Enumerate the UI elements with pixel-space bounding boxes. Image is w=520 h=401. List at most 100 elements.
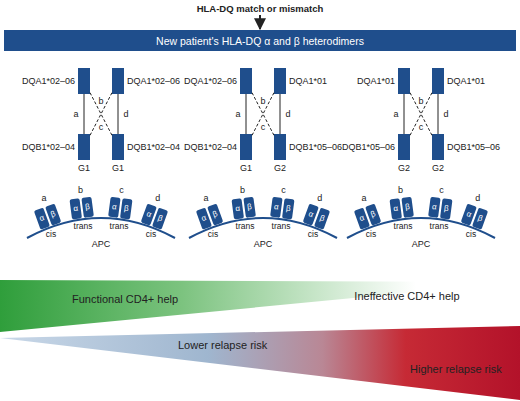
heterodimer: αβctrans xyxy=(428,198,450,218)
cis-trans-label: cis xyxy=(466,230,476,239)
allele-segment: DQB1*05–06 xyxy=(398,134,410,160)
gradient-caption: Higher relapse risk xyxy=(410,364,502,375)
link-letter: d xyxy=(285,110,290,119)
beta-chain: β xyxy=(282,198,295,219)
dimer-letter: b xyxy=(78,186,83,195)
allele-segment: DQA1*01 xyxy=(274,68,286,94)
apc-cell: APC xyxy=(187,196,339,252)
chain-symbol: β xyxy=(247,203,253,212)
group-label: G1 xyxy=(112,164,124,173)
chain-symbol: β xyxy=(370,210,377,219)
allele-label: DQA1*01 xyxy=(289,77,327,86)
apc-cell: APC xyxy=(25,196,177,252)
dimer-pair: αβ xyxy=(389,197,413,220)
allele-label: DQA1*01 xyxy=(447,77,485,86)
allele-label: DQA1*02–06 xyxy=(22,77,75,86)
chain-symbol: α xyxy=(200,214,207,223)
link-letter: a xyxy=(393,110,398,119)
haplotype-link xyxy=(280,94,281,134)
group-label: G1 xyxy=(78,164,90,173)
heterodimer: αβctrans xyxy=(270,198,292,218)
haplotype-link xyxy=(246,94,247,134)
chain-symbol: β xyxy=(405,203,411,212)
allele-segment: DQA1*02–06 xyxy=(112,68,124,94)
chain-symbol: β xyxy=(50,210,57,219)
down-arrow xyxy=(259,15,261,29)
dimer-pair: αβ xyxy=(69,197,93,220)
allele-segment: DQA1*02–06 xyxy=(240,68,252,94)
link-letter: a xyxy=(235,110,240,119)
gradient-caption: Ineffective CD4+ help xyxy=(354,291,459,302)
heterodimer: αβbtrans xyxy=(72,198,94,218)
heterodimer: αβbtrans xyxy=(234,198,256,218)
wedge-shape xyxy=(0,280,520,332)
alpha-chain: α xyxy=(231,198,244,219)
dimer-letter: d xyxy=(155,194,160,203)
cis-trans-label: trans xyxy=(110,222,129,231)
allele-label: DQB1*05–06 xyxy=(447,143,500,152)
haplotype-link xyxy=(252,93,274,136)
link-letter: b xyxy=(260,97,265,106)
chain-symbol: α xyxy=(274,203,280,212)
allele-label: DQB1*02–04 xyxy=(22,143,75,152)
link-letter: b xyxy=(418,97,423,106)
allele-label: DQA1*02–06 xyxy=(184,77,237,86)
chain-symbol: α xyxy=(73,205,79,214)
alpha-chain: α xyxy=(69,198,82,219)
cell-name: APC xyxy=(92,240,111,249)
allele-label: DQB1*02–04 xyxy=(127,143,180,152)
heterodimer: αβdcis xyxy=(460,206,482,226)
allele-segment: DQA1*01 xyxy=(432,68,444,94)
alpha-chain: α xyxy=(270,197,283,218)
cis-trans-label: trans xyxy=(430,222,449,231)
cis-trans-label: trans xyxy=(394,222,413,231)
beta-chain: β xyxy=(81,197,94,218)
chain-symbol: α xyxy=(145,210,152,219)
chain-symbol: α xyxy=(432,203,438,212)
heterodimer: αβacis xyxy=(360,206,382,226)
chain-symbol: β xyxy=(212,210,219,219)
dimer-letter: d xyxy=(475,194,480,203)
cell-membrane xyxy=(189,218,337,238)
cis-trans-label: cis xyxy=(308,230,318,239)
beta-chain: β xyxy=(243,197,256,218)
heterodimer: αβctrans xyxy=(108,198,130,218)
haplotype-link xyxy=(438,94,439,134)
allele-segment: DQB1*05–06 xyxy=(432,134,444,160)
heterodimer: αβdcis xyxy=(302,206,324,226)
beta-chain: β xyxy=(401,197,414,218)
dimer-pair: αβ xyxy=(108,197,132,220)
allele-label: DQB1*02–04 xyxy=(184,143,237,152)
link-letter: c xyxy=(261,123,266,132)
chain-symbol: β xyxy=(443,205,449,214)
dimer-letter: a xyxy=(204,194,209,203)
cis-trans-label: trans xyxy=(74,222,93,231)
header-band: New patient's HLA-DQ α and β heterodimer… xyxy=(4,30,516,51)
heterodimer: αβbtrans xyxy=(392,198,414,218)
cis-trans-label: cis xyxy=(366,230,376,239)
heterodimer: αβdcis xyxy=(140,206,162,226)
link-letter: c xyxy=(419,123,424,132)
cis-trans-label: trans xyxy=(272,222,291,231)
dimer-letter: a xyxy=(42,194,47,203)
alpha-chain: α xyxy=(389,198,402,219)
cell-name: APC xyxy=(254,240,273,249)
link-letter: c xyxy=(99,123,104,132)
beta-chain: β xyxy=(440,198,453,219)
input-label: HLA-DQ match or mismatch xyxy=(197,4,324,14)
heterodimer: αβacis xyxy=(202,206,224,226)
link-letter: d xyxy=(123,110,128,119)
chain-symbol: β xyxy=(319,214,326,223)
chain-symbol: α xyxy=(38,214,45,223)
allele-label: DQB1*05–06 xyxy=(342,143,395,152)
gradient-caption: Functional CD4+ help xyxy=(72,294,178,305)
allele-segment: DQB1*05–06 xyxy=(274,134,286,160)
haplotype-link xyxy=(90,93,112,136)
dimer-letter: d xyxy=(317,194,322,203)
haplotype-link xyxy=(252,93,274,136)
chain-symbol: β xyxy=(477,214,484,223)
chain-symbol: β xyxy=(285,205,291,214)
